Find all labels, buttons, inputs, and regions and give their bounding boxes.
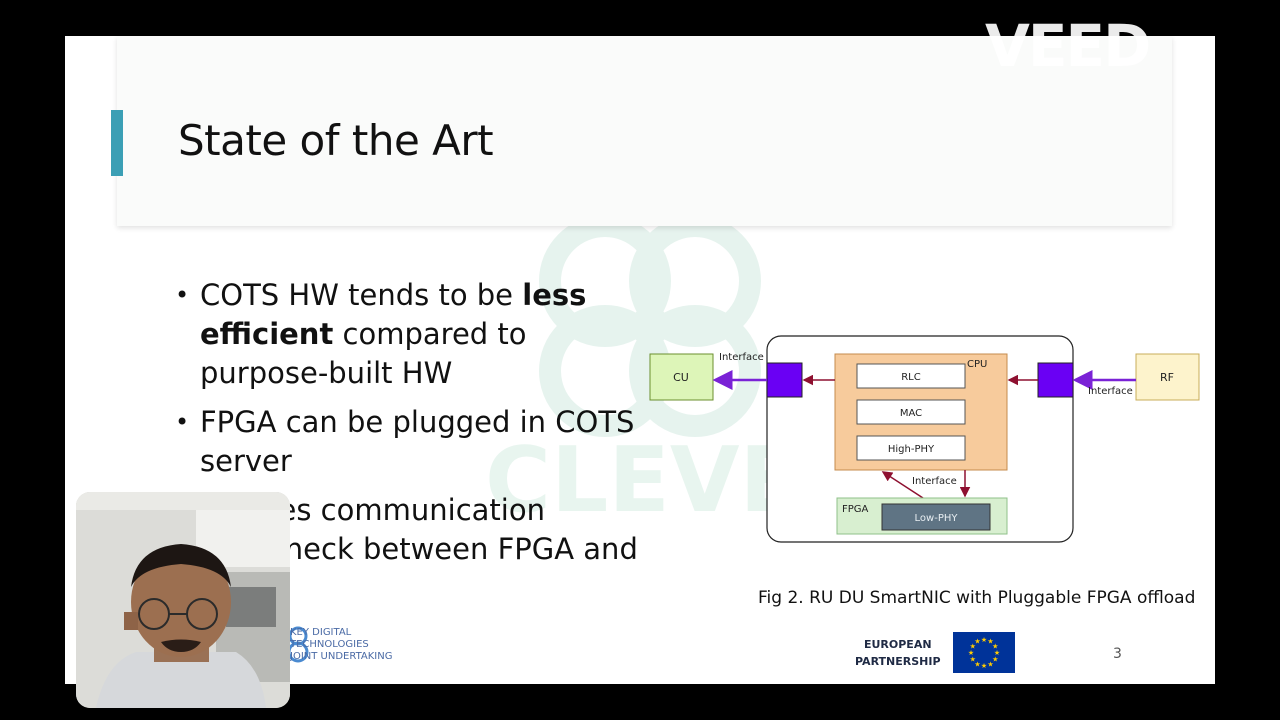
title-card [117,36,1172,226]
bullet-item: • COTS HW tends to be less efficient comp… [175,276,655,393]
figure-caption: Fig 2. RU DU SmartNIC with Pluggable FPG… [758,588,1196,608]
rlc-label: RLC [901,372,921,383]
kdt-logo-text: KEY DIGITAL TECHNOLOGIES JOINT UNDERTAKI… [290,627,393,662]
low-phy-label: Low-PHY [915,513,959,524]
fpga-label: FPGA [842,504,869,515]
smartnic-diagram: CU RF Interface Interface CPU RLC MAC Hi… [649,335,1200,543]
cu-label: CU [673,371,689,384]
clever-watermark-logo: CLEVER [485,221,815,531]
eu-star-icon: ★ [974,660,980,668]
bullet-text: less efficient [200,278,587,351]
rlc-box [856,363,966,389]
interface-right-label: Interface [1088,386,1133,397]
veed-watermark-logo: VEED [985,12,1151,80]
rf-label: RF [1160,371,1174,384]
cu-box [649,353,714,401]
rf-box [1135,353,1200,401]
page-number: 3 [1113,646,1122,662]
eu-star-icon: ★ [987,660,993,668]
high-phy-box [856,435,966,461]
port-left [766,362,803,398]
eu-star-icon: ★ [987,638,993,646]
bullet-dot-icon: • [175,281,190,309]
title-accent-bar [111,110,123,176]
eu-star-icon: ★ [992,656,998,664]
eu-star-icon: ★ [970,656,976,664]
port-right [1037,362,1074,398]
eu-star-icon: ★ [974,638,980,646]
mac-box [856,399,966,425]
european-partnership-text: EUROPEAN PARTNERSHIP [855,638,941,668]
slide: CLEVER State of the Art • COTS HW tends t… [65,36,1215,684]
interface-left-label: Interface [719,352,764,363]
arrow-fpga-to-cpu [881,471,924,499]
eu-star-icon: ★ [992,643,998,651]
eu-star-icon: ★ [968,649,974,657]
eu-flag-icon: ★★★★★★★★★★★★ [953,632,1015,673]
slide-title: State of the Art [178,116,494,165]
eu-star-icon: ★ [981,636,987,644]
webcam-overlay [76,492,290,708]
bullet-list: • COTS HW tends to be less efficient comp… [175,276,655,618]
bullet-text: compared to purpose-built HW [200,317,527,390]
interface-mid-label: Interface [912,476,957,487]
high-phy-label: High-PHY [888,444,935,455]
cpu-label: CPU [967,359,987,370]
bullet-item: • FPGA can be plugged in COTS server [175,403,655,481]
watermark-text: CLEVER [485,428,815,531]
bullet-dot-icon: • [175,408,190,436]
bullet-text: FPGA can be plugged in COTS server [200,405,635,478]
bullet-text: COTS HW tends to be [200,278,523,312]
eu-star-icon: ★ [994,649,1000,657]
mac-label: MAC [900,408,922,419]
low-phy-box [881,503,991,531]
eu-star-icon: ★ [970,643,976,651]
eu-star-icon: ★ [981,662,987,670]
presenter-video-icon [76,492,290,708]
